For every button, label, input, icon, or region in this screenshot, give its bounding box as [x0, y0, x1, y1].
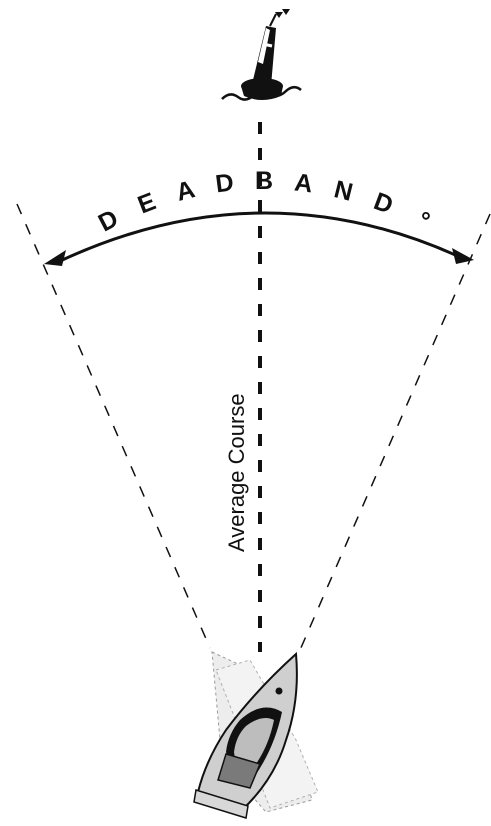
deadband-letter: °	[413, 206, 434, 236]
right-deadband-boundary	[299, 213, 491, 651]
deadband-letter: A	[173, 175, 197, 207]
deadband-letter: N	[331, 175, 355, 207]
deadband-letter: E	[134, 187, 160, 219]
deadband-arc	[44, 211, 474, 266]
deadband-letter: D	[370, 187, 397, 220]
average-course-label: Average Course	[224, 393, 249, 552]
buoy-icon	[221, 9, 302, 101]
left-deadband-boundary	[16, 203, 211, 649]
deadband-letter: D	[214, 168, 235, 198]
deadband-letter: A	[293, 168, 314, 198]
deadband-letter: D	[94, 204, 123, 237]
deadband-letter: B	[255, 167, 273, 195]
boat-icon	[193, 651, 319, 819]
